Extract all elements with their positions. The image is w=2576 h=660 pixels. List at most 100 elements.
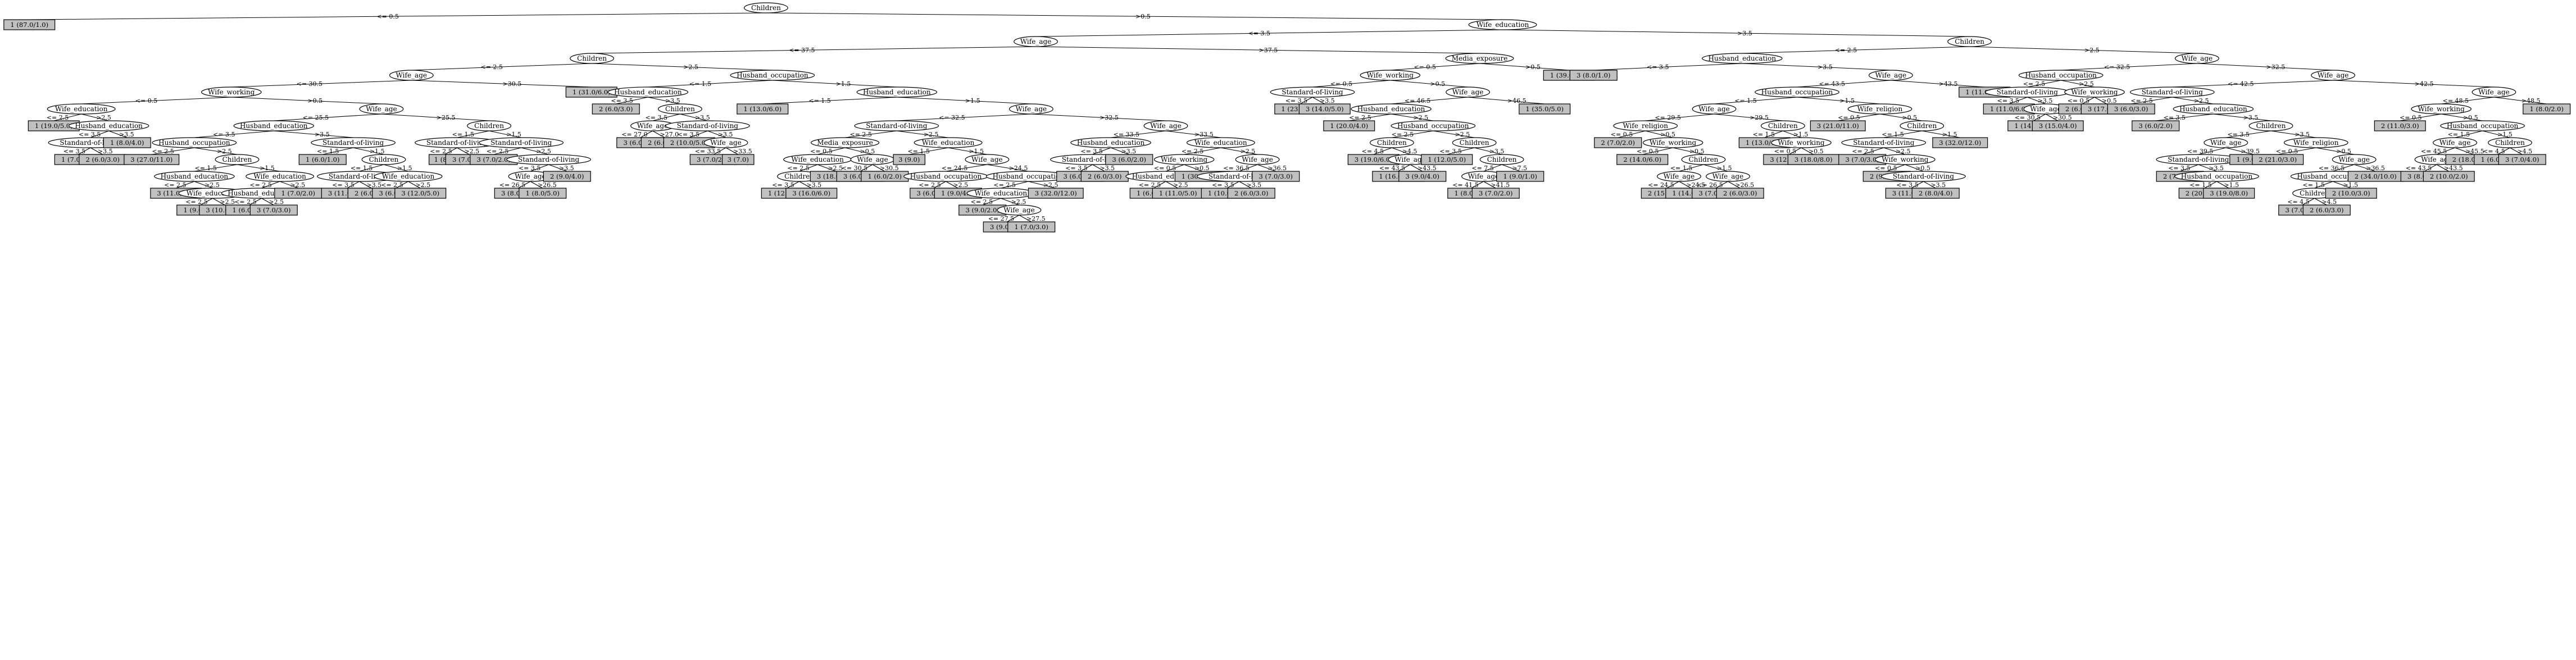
edge-label: >1.5 xyxy=(370,148,385,155)
edge-label: >3.5 xyxy=(98,148,113,155)
split-node xyxy=(658,103,702,115)
tree-edge xyxy=(946,181,958,189)
split-node-label: Wife_education xyxy=(791,156,844,163)
edge-label: <= 2.5 xyxy=(152,148,174,155)
leaf-label: 1 (9.0/1.0) xyxy=(1503,172,1537,180)
tree-edge xyxy=(151,147,194,155)
leaf-box xyxy=(103,137,151,148)
leaf-box xyxy=(1496,171,1544,182)
split-node-label: Children xyxy=(474,122,504,130)
leaf-label: 2 (9.0/4.0) xyxy=(550,172,584,180)
tree-edge xyxy=(411,63,592,71)
tree-edge xyxy=(29,12,766,20)
tree-edge xyxy=(1783,130,1802,138)
tree-edge xyxy=(2316,147,2355,155)
tree-edge xyxy=(1618,130,1646,138)
edge-label: >43.5 xyxy=(2444,165,2463,172)
leaf-label: 2 (14.0/6.0) xyxy=(1623,156,1661,163)
split-node-label: Wife_working xyxy=(1778,139,1825,147)
split-node xyxy=(1868,70,1913,81)
tree-edge xyxy=(1447,147,1475,155)
edge-label: >3.5 xyxy=(119,131,134,138)
tree-edge xyxy=(1883,147,1906,155)
split-node-label: Wife_age xyxy=(1394,156,1425,163)
split-node xyxy=(856,87,938,98)
split-node-label: Wife_religion xyxy=(1857,105,1903,113)
tree-edge xyxy=(1184,147,1221,155)
split-node-label: Standard-of-living xyxy=(1893,172,1955,180)
tree-edge xyxy=(909,147,948,155)
split-node xyxy=(1702,53,1783,64)
split-node-label: Husband_education xyxy=(863,88,931,96)
tree-edge xyxy=(1679,181,1692,189)
leaf-label: 3 (6.0/2.0) xyxy=(2139,122,2173,130)
split-node xyxy=(1360,70,1421,81)
edge-label: >2.5 xyxy=(96,114,111,121)
edge-label: <= 3.5 xyxy=(1647,63,1669,71)
split-node-label: Husband_occupation xyxy=(158,139,230,147)
split-node-label: Wife_age xyxy=(1020,38,1051,45)
tree-edge xyxy=(1501,164,1520,172)
tree-edge xyxy=(1390,80,1468,88)
edge-label: <= 43.5 xyxy=(2406,165,2432,172)
edge-label: <= 27.0 xyxy=(621,131,647,138)
edge-label: >25.5 xyxy=(437,114,456,121)
tree-edge xyxy=(1642,147,1673,155)
split-node xyxy=(1841,137,1927,148)
leaf-label: 3 (18.0/8.0) xyxy=(1794,156,1833,163)
tree-edge xyxy=(1410,164,1423,172)
split-node-label: Husband_occupation xyxy=(910,172,982,180)
split-node-label: Husband_occupation xyxy=(993,172,1065,180)
edge-label: <= 2.5 xyxy=(164,181,186,189)
split-node xyxy=(361,154,406,165)
edge-label: <= 30.5 xyxy=(842,165,867,172)
split-node-label: Wife_age xyxy=(1664,172,1694,180)
edge-label: <= 3.5 xyxy=(1248,30,1270,37)
edge-label: >46.5 xyxy=(1507,97,1526,104)
tree-edge xyxy=(1007,215,1020,222)
tree-edge xyxy=(640,130,653,138)
leaf-box xyxy=(2252,154,2304,165)
edge-label: >0.5 xyxy=(1194,165,1210,172)
tree-edge xyxy=(1391,97,1468,104)
split-node xyxy=(730,70,815,81)
split-node-label: Wife_working xyxy=(1161,156,1208,163)
edge-label: <= 3.5 xyxy=(213,131,235,138)
edge-label: >2.5 xyxy=(683,63,698,71)
edge-label: >2.5 xyxy=(290,181,305,189)
split-node-label: Husband_education xyxy=(75,122,143,130)
leaf-label: 1 (87.0/1.0) xyxy=(10,21,48,29)
tree-edge xyxy=(200,198,213,206)
edge-label: >4.5 xyxy=(2321,198,2337,206)
leaf-box xyxy=(2203,188,2255,199)
edge-label: >2.5 xyxy=(415,181,430,189)
split-node xyxy=(506,154,592,165)
split-node-label: Standard-of-living xyxy=(2142,88,2204,96)
edge-label: <= 3.5 xyxy=(2227,131,2249,138)
tree-edge xyxy=(772,80,897,88)
tree-edge xyxy=(1742,46,1970,54)
split-node-label: Wife_working xyxy=(1882,156,1929,163)
edge-label: <= 3.5 xyxy=(1285,97,1307,104)
edge-label: <= 45.5 xyxy=(2421,148,2447,155)
edge-label: <= 26.5 xyxy=(499,181,525,189)
split-node xyxy=(1446,87,1491,98)
edge-label: >2.5 xyxy=(205,181,220,189)
leaf-box xyxy=(1594,137,1642,148)
tree-edge xyxy=(353,147,384,155)
split-node xyxy=(1642,137,1703,148)
tree-edge xyxy=(817,147,846,155)
leaf-box xyxy=(1298,103,1351,115)
edge-label: >3.5 xyxy=(1737,30,1752,37)
tree-edge xyxy=(78,147,91,155)
edge-label: <= 27.5 xyxy=(988,215,1014,222)
tree-edge xyxy=(176,181,195,189)
leaf-label: 3 (6.0/2.0) xyxy=(1112,156,1146,163)
tree-edge xyxy=(1673,147,1704,155)
tree-edge xyxy=(411,80,592,88)
split-node-label: Children xyxy=(665,105,695,113)
tree-edge xyxy=(2216,181,2229,189)
leaf-box xyxy=(2032,120,2084,131)
leaf-label: 3 (9.0/2.0) xyxy=(966,206,999,214)
split-node xyxy=(965,154,1010,165)
